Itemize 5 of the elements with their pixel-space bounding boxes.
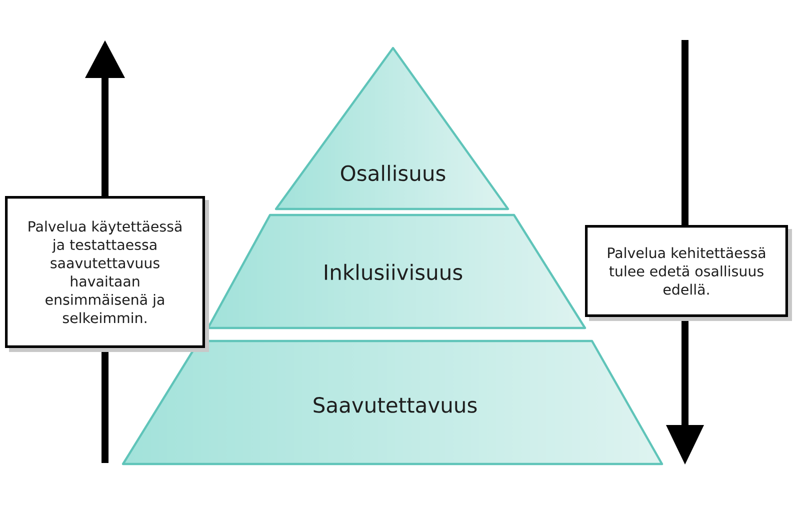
text-box: Palvelua käytettäessä ja testattaessa saavutettavuus havaitaan ensimmäisenä ja selkeimmin.	[5, 196, 209, 352]
pyramid-tier: Osallisuus	[274, 46, 510, 210]
pyramid-tier: Inklusiivisuus	[206, 214, 586, 330]
pyramid-tier: Saavutettavuus	[122, 340, 664, 466]
text-box: Palvelua kehitettäessä tulee edetä osallisuus edellä.	[585, 225, 792, 321]
